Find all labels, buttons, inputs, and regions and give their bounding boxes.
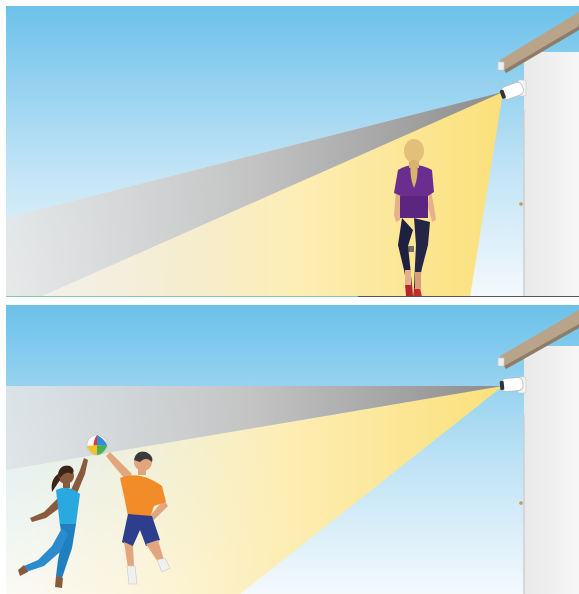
- door-knob: [519, 501, 523, 505]
- ground-path: [358, 296, 579, 300]
- beach-ball-icon: [87, 435, 107, 455]
- panel-bottom: [6, 305, 579, 594]
- door-knob: [519, 202, 523, 206]
- ground-lawn: [6, 296, 358, 300]
- panel-top: [6, 6, 579, 302]
